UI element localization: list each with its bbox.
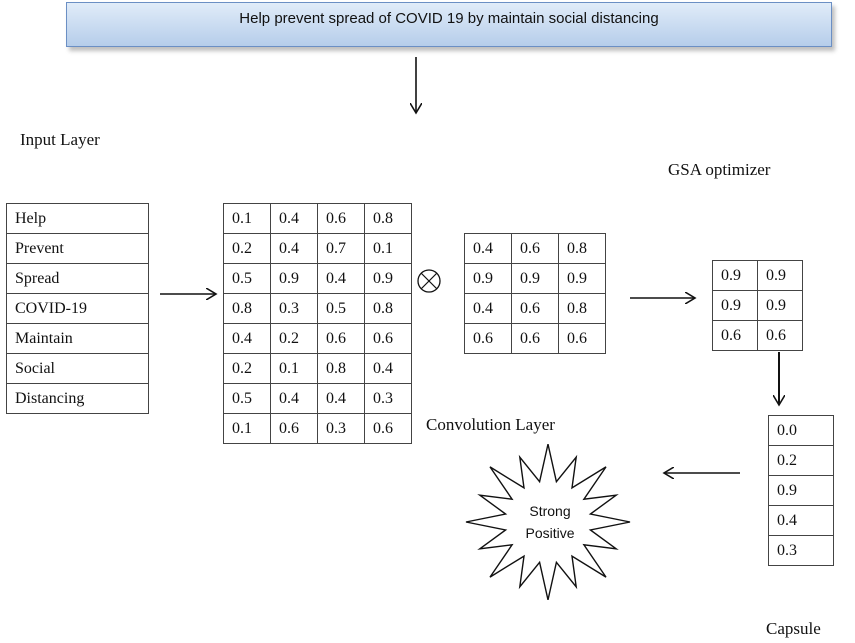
capsule-row: 0.3 <box>768 535 834 566</box>
embedding-cell: 0.1 <box>223 203 271 234</box>
embedding-cell: 0.6 <box>364 413 412 444</box>
embedding-cell: 0.1 <box>223 413 271 444</box>
input-word-row: Spread <box>6 263 149 294</box>
capsule-row: 0.0 <box>768 415 834 446</box>
input-word-row: Prevent <box>6 233 149 264</box>
embedding-cell: 0.6 <box>270 413 318 444</box>
input-word-cell: Distancing <box>6 383 149 414</box>
convolution-operator-icon <box>417 269 441 293</box>
input-word-row: Social <box>6 353 149 384</box>
input-word-cell: Prevent <box>6 233 149 264</box>
capsule-cell: 0.9 <box>768 475 834 506</box>
kernel-cell: 0.4 <box>464 293 512 324</box>
kernel-cell: 0.6 <box>511 323 559 354</box>
capsule-cell: 0.0 <box>768 415 834 446</box>
kernel-cell: 0.8 <box>558 233 606 264</box>
kernel-cell: 0.9 <box>511 263 559 294</box>
input-word-row: Distancing <box>6 383 149 414</box>
input-word-cell: Maintain <box>6 323 149 354</box>
embedding-cell: 0.7 <box>317 233 365 264</box>
embedding-cell: 0.4 <box>364 353 412 384</box>
embedding-cell: 0.3 <box>270 293 318 324</box>
kernel-cell: 0.9 <box>464 263 512 294</box>
title-banner: Help prevent spread of COVID 19 by maint… <box>66 2 832 47</box>
input-word-row: Maintain <box>6 323 149 354</box>
output-starburst <box>465 443 631 601</box>
embedding-cell: 0.2 <box>270 323 318 354</box>
input-word-cell: Social <box>6 353 149 384</box>
embedding-cell: 0.6 <box>317 203 365 234</box>
gsa-cell: 0.6 <box>757 320 803 351</box>
capsule-row: 0.9 <box>768 475 834 506</box>
output-line2: Positive <box>525 525 575 541</box>
kernel-cell: 0.4 <box>464 233 512 264</box>
input-word-cell: COVID-19 <box>6 293 149 324</box>
embedding-cell: 0.8 <box>223 293 271 324</box>
input-word-cell: Spread <box>6 263 149 294</box>
input-layer-label: Input Layer <box>20 130 100 149</box>
embedding-cell: 0.6 <box>364 323 412 354</box>
input-word-row: COVID-19 <box>6 293 149 324</box>
gsa-cell: 0.9 <box>712 290 758 321</box>
embedding-cell: 0.5 <box>317 293 365 324</box>
output-sentiment-label: Strong Positive <box>500 500 600 544</box>
embedding-cell: 0.3 <box>317 413 365 444</box>
embedding-cell: 0.1 <box>270 353 318 384</box>
gsa-optimizer-label: GSA optimizer <box>668 160 771 179</box>
embedding-cell: 0.3 <box>364 383 412 414</box>
capsule-label: Capsule <box>766 619 821 638</box>
embedding-cell: 0.4 <box>270 233 318 264</box>
embedding-cell: 0.2 <box>223 233 271 264</box>
embedding-cell: 0.8 <box>364 293 412 324</box>
output-line1: Strong <box>529 503 571 519</box>
embedding-cell: 0.9 <box>364 263 412 294</box>
kernel-cell: 0.6 <box>464 323 512 354</box>
capsule-cell: 0.3 <box>768 535 834 566</box>
convolution-layer-label: Convolution Layer <box>426 415 555 434</box>
embedding-cell: 0.4 <box>317 263 365 294</box>
title-banner-text: Help prevent spread of COVID 19 by maint… <box>239 10 659 27</box>
kernel-cell: 0.6 <box>558 323 606 354</box>
kernel-cell: 0.6 <box>511 293 559 324</box>
embedding-cell: 0.4 <box>317 383 365 414</box>
embedding-cell: 0.8 <box>364 203 412 234</box>
